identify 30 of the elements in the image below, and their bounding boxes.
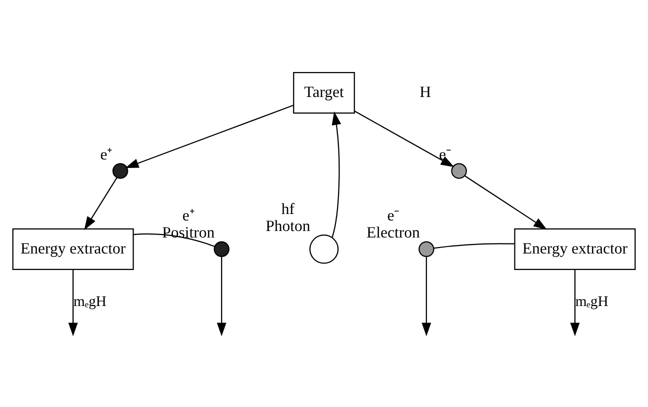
node-label: Electron [366, 224, 420, 242]
edge-label: mₑgH [575, 293, 608, 310]
edge-label: mₑgH [73, 293, 106, 310]
node-circle [418, 240, 434, 257]
node-box: Target [293, 71, 355, 114]
node-circle [214, 240, 230, 257]
arrow [570, 268, 580, 336]
arrow [464, 174, 548, 230]
arrow [68, 268, 78, 336]
node-label: e⁻ [387, 207, 400, 224]
node-label: e⁻ [438, 146, 451, 163]
node-label: Photon [266, 217, 310, 234]
node-circle [309, 234, 339, 264]
arrow [125, 104, 294, 168]
node-label: e⁺ [182, 207, 194, 224]
arrow [216, 256, 226, 336]
arrow [84, 176, 118, 230]
node-label: Positron [162, 224, 215, 242]
connector [133, 232, 215, 247]
arrow [422, 256, 432, 336]
node-circle [112, 162, 128, 178]
label: H [420, 83, 431, 100]
node-label: hf [281, 200, 295, 218]
connector [434, 242, 514, 248]
node-box: Energy extractor [12, 228, 134, 270]
arrow [332, 110, 342, 237]
arrow [354, 110, 454, 167]
node-label: e⁺ [100, 146, 112, 163]
node-box: Energy extractor [514, 228, 636, 270]
node-circle [451, 162, 467, 178]
